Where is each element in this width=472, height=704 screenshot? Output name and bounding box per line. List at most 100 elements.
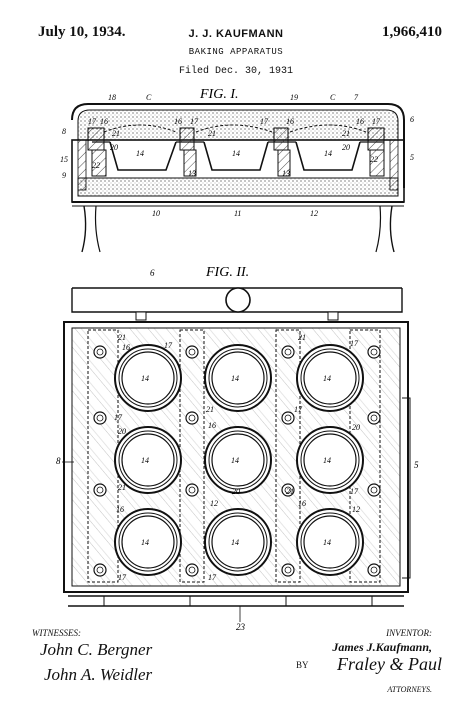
stud-hole: [281, 345, 295, 359]
svg-text:16: 16: [100, 117, 108, 126]
by-label: BY: [296, 660, 309, 670]
svg-text:5: 5: [410, 153, 414, 162]
svg-text:17: 17: [114, 413, 123, 422]
svg-text:12: 12: [210, 499, 218, 508]
figure-1: FIG. I. 18: [60, 87, 414, 253]
baking-pan: 14: [114, 344, 182, 412]
witness-signature-2: John A. Weidler: [44, 665, 153, 684]
fig1-label: FIG. I.: [199, 87, 239, 102]
fig2-label: FIG. II.: [205, 265, 249, 280]
svg-text:5: 5: [414, 460, 419, 470]
svg-text:13: 13: [282, 169, 290, 178]
svg-text:14: 14: [324, 149, 332, 158]
attorneys-label: ATTORNEYS.: [387, 685, 432, 694]
stud-hole: [93, 563, 107, 577]
svg-text:17: 17: [260, 117, 269, 126]
pans-group: 14 14 14 14 14 14 14 14 14: [114, 344, 364, 576]
svg-text:17: 17: [372, 117, 381, 126]
baking-pan: 14: [114, 426, 182, 494]
svg-text:21: 21: [118, 483, 126, 492]
svg-text:16: 16: [208, 421, 216, 430]
pan-label: 14: [323, 374, 331, 383]
baking-pan: 14: [204, 344, 272, 412]
svg-text:16: 16: [298, 499, 306, 508]
svg-text:6: 6: [150, 268, 155, 278]
svg-text:17: 17: [350, 339, 359, 348]
svg-text:8: 8: [56, 456, 61, 466]
svg-text:21: 21: [208, 129, 216, 138]
fig2-refs: 21 17 16 21 17 17 20 21 16 17 20 21 16 2…: [114, 333, 360, 582]
stud-hole: [281, 411, 295, 425]
patent-number: 1,966,410: [382, 24, 442, 40]
svg-text:C: C: [146, 93, 152, 102]
svg-text:21: 21: [112, 129, 120, 138]
svg-text:16: 16: [174, 117, 182, 126]
svg-text:10: 10: [152, 209, 160, 218]
baking-pan: 14: [204, 508, 272, 576]
svg-text:16: 16: [286, 117, 294, 126]
baking-pan: 14: [204, 426, 272, 494]
svg-text:21: 21: [298, 333, 306, 342]
svg-text:22: 22: [92, 161, 100, 170]
svg-text:17: 17: [350, 487, 359, 496]
svg-text:15: 15: [60, 155, 68, 164]
stud-hole: [93, 411, 107, 425]
inventor-label: INVENTOR:: [386, 628, 432, 638]
svg-text:13: 13: [188, 169, 196, 178]
svg-text:12: 12: [352, 505, 360, 514]
svg-text:18: 18: [108, 93, 116, 102]
svg-text:16: 16: [122, 343, 130, 352]
baking-pan: 14: [296, 508, 364, 576]
svg-text:20: 20: [110, 143, 118, 152]
stud-hole: [281, 563, 295, 577]
svg-text:6: 6: [410, 115, 414, 124]
svg-text:17: 17: [294, 405, 303, 414]
pan-label: 14: [231, 538, 239, 547]
pan-label: 14: [231, 374, 239, 383]
svg-text:8: 8: [62, 127, 66, 136]
svg-text:20: 20: [232, 487, 240, 496]
attorney-signature: Fraley & Paul: [337, 654, 442, 674]
pan-label: 14: [141, 538, 149, 547]
svg-text:9: 9: [62, 171, 66, 180]
svg-text:23: 23: [236, 622, 246, 632]
svg-text:17: 17: [208, 573, 217, 582]
pan-label: 14: [323, 538, 331, 547]
baking-pan: 14: [296, 344, 364, 412]
svg-text:11: 11: [234, 209, 241, 218]
studs-group: [93, 345, 381, 577]
filed-date: Filed Dec. 30, 1931: [178, 66, 294, 77]
stud-hole: [367, 345, 381, 359]
svg-text:19: 19: [290, 93, 298, 102]
svg-text:14: 14: [232, 149, 240, 158]
inventor-name: James J.Kaufmann,: [332, 640, 432, 654]
svg-text:21: 21: [206, 405, 214, 414]
svg-text:17: 17: [88, 117, 97, 126]
pan-label: 14: [231, 456, 239, 465]
svg-text:17: 17: [118, 573, 127, 582]
witnesses-label: WITNESSES:: [32, 628, 81, 638]
baking-pan: 14: [296, 426, 364, 494]
svg-text:17: 17: [164, 341, 173, 350]
stud-hole: [367, 563, 381, 577]
pan-label: 14: [141, 456, 149, 465]
document-title: BAKING APPARATUS: [188, 47, 284, 57]
svg-text:21: 21: [342, 129, 350, 138]
stud-hole: [185, 345, 199, 359]
pan-label: 14: [323, 456, 331, 465]
svg-text:7: 7: [354, 93, 359, 102]
stud-hole: [185, 563, 199, 577]
svg-text:17: 17: [190, 117, 199, 126]
stud-hole: [93, 345, 107, 359]
svg-text:20: 20: [342, 143, 350, 152]
svg-text:16: 16: [356, 117, 364, 126]
baking-pan: 14: [114, 508, 182, 576]
inventor-header: J. J. KAUFMANN: [188, 28, 284, 40]
patent-date: July 10, 1934.: [38, 24, 126, 40]
stud-hole: [367, 483, 381, 497]
svg-text:20: 20: [352, 423, 360, 432]
witness-signature-1: John C. Bergner: [40, 640, 153, 659]
pan-label: 14: [141, 374, 149, 383]
svg-text:C: C: [330, 93, 336, 102]
